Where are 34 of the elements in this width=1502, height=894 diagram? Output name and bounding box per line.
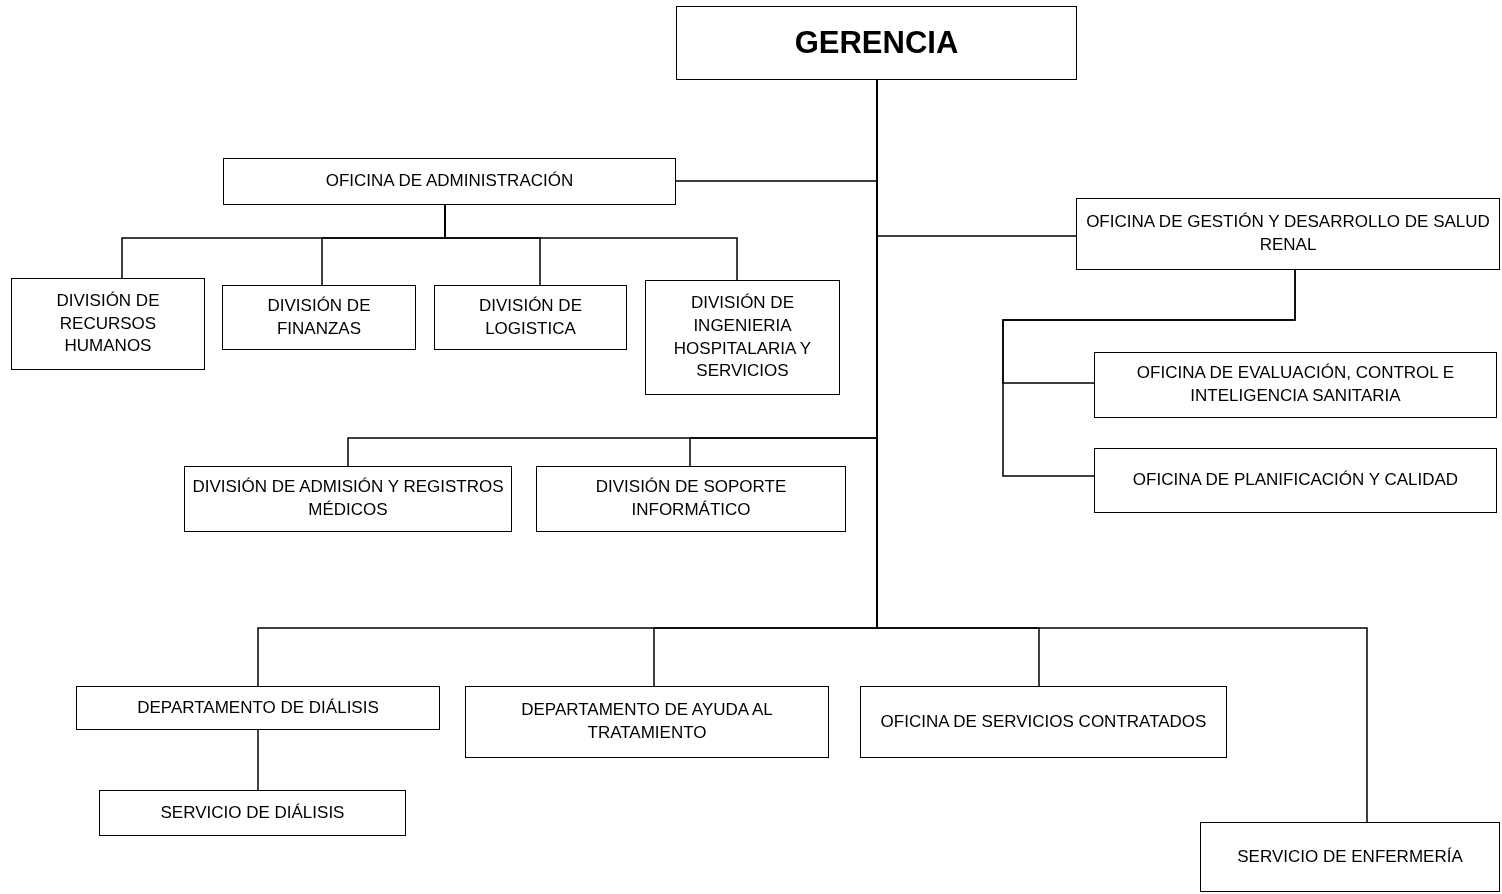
org-box (434, 285, 627, 350)
org-box (1094, 352, 1497, 418)
unit-name: OFICINA DE SERVICIOS CONTRATADOS (880, 710, 1207, 733)
unit-name: DIVISIÓN DE ADMISIÓN Y REGISTROS MÉDICOS (191, 476, 505, 521)
org-box (536, 466, 846, 532)
org-box (645, 280, 840, 395)
unit-name: DIVISIÓN DE LOGISTICA (478, 294, 583, 340)
org-box (76, 686, 440, 730)
unit-name: SERVICIO DE DIÁLISIS (160, 801, 345, 824)
unit-name: DEPARTAMENTO DE AYUDA AL TRATAMIENTO (520, 699, 774, 744)
unit-name: DIVISIÓN DE RECURSOS HUMANOS (55, 289, 161, 358)
unit-name: OFICINA DE EVALUACIÓN, CONTROL E INTELIGENCIA SANITARIA (1135, 362, 1456, 407)
connector-line (1002, 269, 1296, 477)
unit-name: SERVICIO DE ENFERMERÍA (1237, 845, 1463, 868)
unit-name: OFICINA DE ADMINISTRACIÓN (325, 170, 574, 193)
unit-name: DIVISIÓN DE INGENIERIA HOSPITALARIA Y SERVICIOS (672, 291, 813, 383)
org-box (1094, 448, 1497, 513)
unit-name: DIVISIÓN DE FINANZAS (266, 294, 372, 340)
org-box (184, 466, 512, 532)
org-box (676, 6, 1077, 80)
org-box (11, 278, 205, 370)
org-box (860, 686, 1227, 758)
org-box (1076, 198, 1500, 270)
org-box (1200, 822, 1500, 892)
unit-name: OFICINA DE PLANIFICACIÓN Y CALIDAD (1132, 469, 1459, 492)
org-box (465, 686, 829, 758)
connector-line (257, 729, 259, 791)
unit-name: OFICINA DE GESTIÓN Y DESARROLLO DE SALUD RENAL (1085, 211, 1491, 256)
org-box (99, 790, 406, 836)
org-box (223, 158, 676, 205)
unit-name: GERENCIA (794, 23, 959, 62)
org-box (222, 285, 416, 350)
unit-name: DEPARTAMENTO DE DIÁLISIS (137, 696, 379, 719)
unit-name: DIVISIÓN DE SOPORTE INFORMÁTICO (594, 476, 788, 521)
